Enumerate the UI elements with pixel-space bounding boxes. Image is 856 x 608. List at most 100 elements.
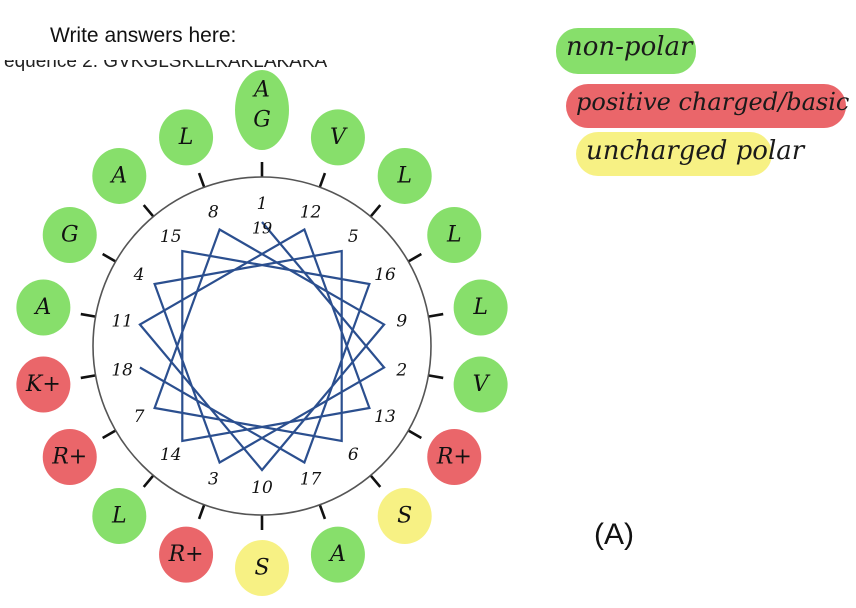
- residue-blob: [235, 70, 289, 150]
- spoke-3: [197, 504, 206, 520]
- residue-blob: [159, 109, 214, 166]
- residue-2: V: [453, 356, 508, 413]
- position-number-4: 4: [133, 265, 145, 285]
- position-number-18: 18: [111, 361, 133, 381]
- residue-blob: [427, 429, 482, 485]
- residue-blob: [453, 356, 508, 413]
- residue-letter: R+: [168, 542, 204, 567]
- residue-1: AG: [235, 70, 289, 150]
- residue-14: L: [92, 488, 147, 545]
- residue-blob: [92, 147, 147, 204]
- residue-letter: L: [178, 125, 194, 150]
- residue-letter: R+: [436, 445, 472, 470]
- legend-item-2: [576, 132, 772, 176]
- position-number-15: 15: [160, 227, 182, 247]
- residue-blob: [310, 526, 365, 583]
- position-number-13: 13: [374, 407, 396, 427]
- partial-sequence-line: equence 2: GVKGLSKLLKAKLAKAKA: [0, 60, 390, 74]
- residue-6: S: [377, 488, 432, 545]
- residue-letter: S: [397, 504, 412, 529]
- legend-label-2: uncharged polar: [586, 136, 805, 166]
- residue-blob: [42, 207, 97, 263]
- residue-blob: [310, 109, 365, 166]
- residue-11: A: [16, 279, 71, 336]
- residue-letter: A: [252, 78, 270, 103]
- residue-letter: V: [473, 372, 491, 397]
- spoke-17: [318, 504, 327, 520]
- position-number-16: 16: [374, 265, 396, 285]
- position-number-11: 11: [111, 311, 133, 331]
- residue-blob: [235, 540, 289, 596]
- spoke-12: [318, 172, 327, 188]
- residue-blob: [427, 207, 482, 263]
- residue-letter: L: [396, 163, 412, 188]
- residue-letter: G: [61, 223, 79, 248]
- residue-letter: L: [446, 223, 462, 248]
- position-number-9: 9: [396, 311, 407, 331]
- residue-letter: L: [472, 295, 488, 320]
- residue-7: R+: [42, 429, 97, 485]
- residue-letter: A: [33, 295, 51, 320]
- residue-17: A: [310, 526, 365, 583]
- residue-9: L: [453, 279, 508, 336]
- residue-13: R+: [427, 429, 482, 485]
- answer-prompt: Write answers here:: [50, 24, 237, 47]
- residue-letter: A: [328, 542, 346, 567]
- spoke-15: [142, 204, 155, 218]
- residue-blob: [159, 526, 214, 583]
- partial-sequence-text: equence 2: GVKGLSKLLKAKLAKAKA: [4, 60, 328, 72]
- residue-3: R+: [159, 526, 214, 583]
- legend-label-0: non-polar: [566, 32, 693, 62]
- spoke-6: [369, 474, 382, 488]
- spoke-18: [80, 374, 96, 380]
- wheel-outer-circle: [92, 176, 432, 516]
- residue-blob: [377, 147, 432, 204]
- residue-8: L: [159, 109, 214, 166]
- residue-blob: [16, 279, 71, 336]
- position-number-1: 1: [257, 194, 268, 214]
- residue-blob: [16, 356, 71, 413]
- legend-item-0: [556, 28, 696, 74]
- spoke-2: [428, 374, 444, 380]
- spoke-9: [428, 312, 444, 318]
- position-number-17: 17: [300, 469, 322, 489]
- residue-letter: A: [109, 163, 127, 188]
- position-number-6: 6: [348, 445, 359, 465]
- spoke-5: [369, 204, 382, 218]
- residue-18: K+: [16, 356, 71, 413]
- residue-10: S: [235, 540, 289, 596]
- residue-blob: [42, 429, 97, 485]
- legend-item-1: [566, 84, 846, 128]
- position-number-5: 5: [348, 227, 359, 247]
- residue-4: G: [42, 207, 97, 263]
- residue-letter: K+: [25, 372, 61, 397]
- position-number-10: 10: [251, 478, 273, 498]
- position-number-2: 2: [395, 361, 407, 381]
- position-number-7: 7: [134, 407, 145, 427]
- spoke-8: [197, 172, 206, 188]
- residue-blob: [453, 279, 508, 336]
- helix-connection-path: [138, 221, 386, 472]
- position-number-8: 8: [208, 203, 219, 223]
- residue-blob: [377, 488, 432, 545]
- residue-15: A: [92, 147, 147, 204]
- spoke-13: [407, 429, 422, 440]
- residue-letter: S: [254, 556, 269, 581]
- position-number-12: 12: [300, 203, 322, 223]
- residue-16: L: [427, 207, 482, 263]
- residue-5: L: [377, 147, 432, 204]
- residue-blob: [92, 488, 147, 545]
- legend-label-1: positive charged/basic: [576, 88, 850, 116]
- panel-label: (A): [594, 518, 634, 551]
- spoke-4: [102, 252, 117, 263]
- spoke-7: [102, 429, 117, 440]
- residue-letter: G: [253, 108, 271, 133]
- position-number-19: 19: [252, 219, 272, 238]
- residue-12: V: [310, 109, 365, 166]
- residue-letter: L: [111, 504, 127, 529]
- spoke-11: [80, 312, 96, 318]
- position-number-14: 14: [160, 445, 182, 465]
- residue-letter: R+: [51, 445, 87, 470]
